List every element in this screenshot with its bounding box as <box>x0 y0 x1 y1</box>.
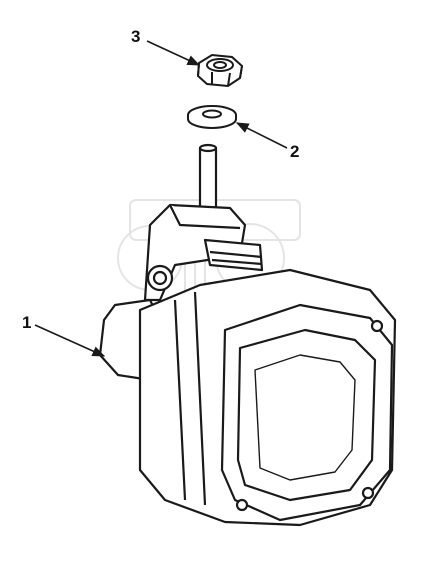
leader-line-3 <box>146 40 201 66</box>
callout-1-label: 1 <box>22 313 32 332</box>
leader-line-2 <box>235 122 288 149</box>
leader-line-1 <box>34 324 106 357</box>
work-light-housing <box>98 143 397 527</box>
flat-washer <box>187 105 237 129</box>
hex-nut <box>196 53 244 88</box>
callout-2-label: 2 <box>290 142 300 161</box>
callout-3-label: 3 <box>131 27 141 46</box>
